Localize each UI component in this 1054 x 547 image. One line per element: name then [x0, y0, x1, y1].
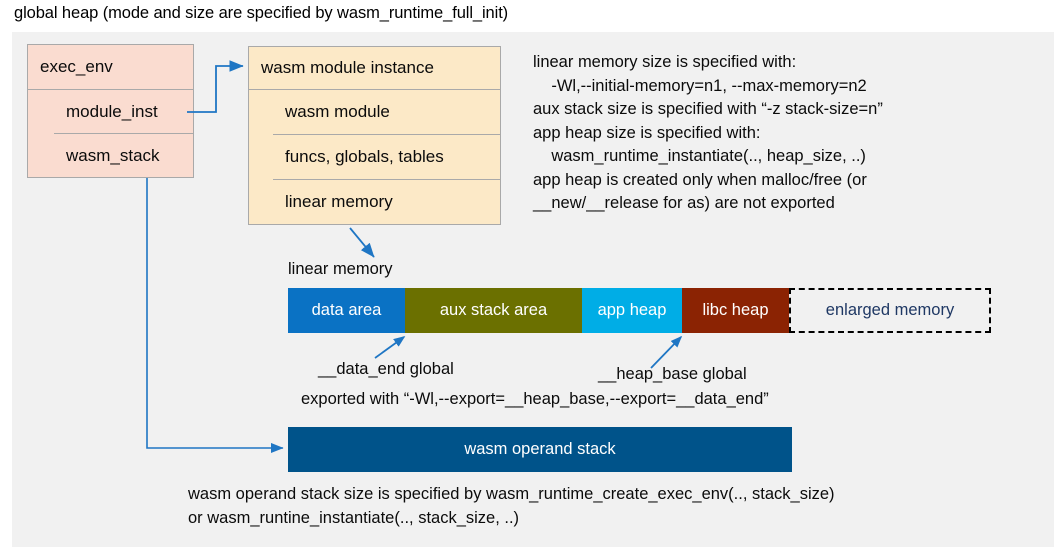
exec-env-row-module-inst: module_inst	[54, 90, 194, 134]
module-instance-row-linear-memory: linear memory	[273, 180, 501, 225]
heap-base-annotation: __heap_base global	[598, 365, 747, 383]
wasm-module-instance-header: wasm module instance	[248, 46, 501, 90]
linear-memory-caption: linear memory	[288, 260, 393, 278]
memory-segment-app-heap: app heap	[582, 288, 682, 333]
memory-segment-data-area: data area	[288, 288, 405, 333]
data-end-annotation: __data_end global	[318, 360, 454, 378]
module-instance-row-funcs-globals-tables-label: funcs, globals, tables	[285, 147, 444, 166]
exported-with-annotation: exported with “-Wl,--export=__heap_base,…	[301, 390, 769, 408]
wasm-operand-stack-box: wasm operand stack	[288, 427, 792, 472]
module-instance-row-funcs-globals-tables: funcs, globals, tables	[273, 135, 501, 180]
memory-segment-enlarged-memory: enlarged memory	[789, 288, 991, 333]
wasm-operand-stack-label: wasm operand stack	[464, 440, 616, 458]
module-instance-row-wasm-module: wasm module	[273, 90, 501, 135]
memory-segment-enlarged-memory-label: enlarged memory	[825, 301, 955, 319]
exec-env-row-wasm-stack-label: wasm_stack	[66, 145, 160, 165]
memory-segment-libc-heap-label: libc heap	[702, 301, 769, 319]
memory-segment-aux-stack-area: aux stack area	[405, 288, 582, 333]
memory-sizes-note: linear memory size is specified with: -W…	[533, 53, 883, 212]
memory-segment-app-heap-label: app heap	[597, 301, 667, 319]
memory-segment-libc-heap: libc heap	[682, 288, 789, 333]
exec-env-header: exec_env	[27, 44, 194, 90]
wasm-module-instance-header-label: wasm module instance	[261, 58, 434, 77]
exec-env-row-module-inst-label: module_inst	[66, 101, 158, 121]
memory-segment-aux-stack-area-label: aux stack area	[439, 301, 548, 319]
page-title: global heap (mode and size are specified…	[14, 4, 509, 22]
exec-env-row-wasm-stack: wasm_stack	[54, 134, 194, 178]
operand-stack-note: wasm operand stack size is specified by …	[188, 485, 835, 527]
memory-segment-data-area-label: data area	[311, 301, 382, 319]
exec-env-header-label: exec_env	[40, 57, 113, 76]
module-instance-row-linear-memory-label: linear memory	[285, 192, 393, 211]
module-instance-row-wasm-module-label: wasm module	[285, 102, 390, 121]
